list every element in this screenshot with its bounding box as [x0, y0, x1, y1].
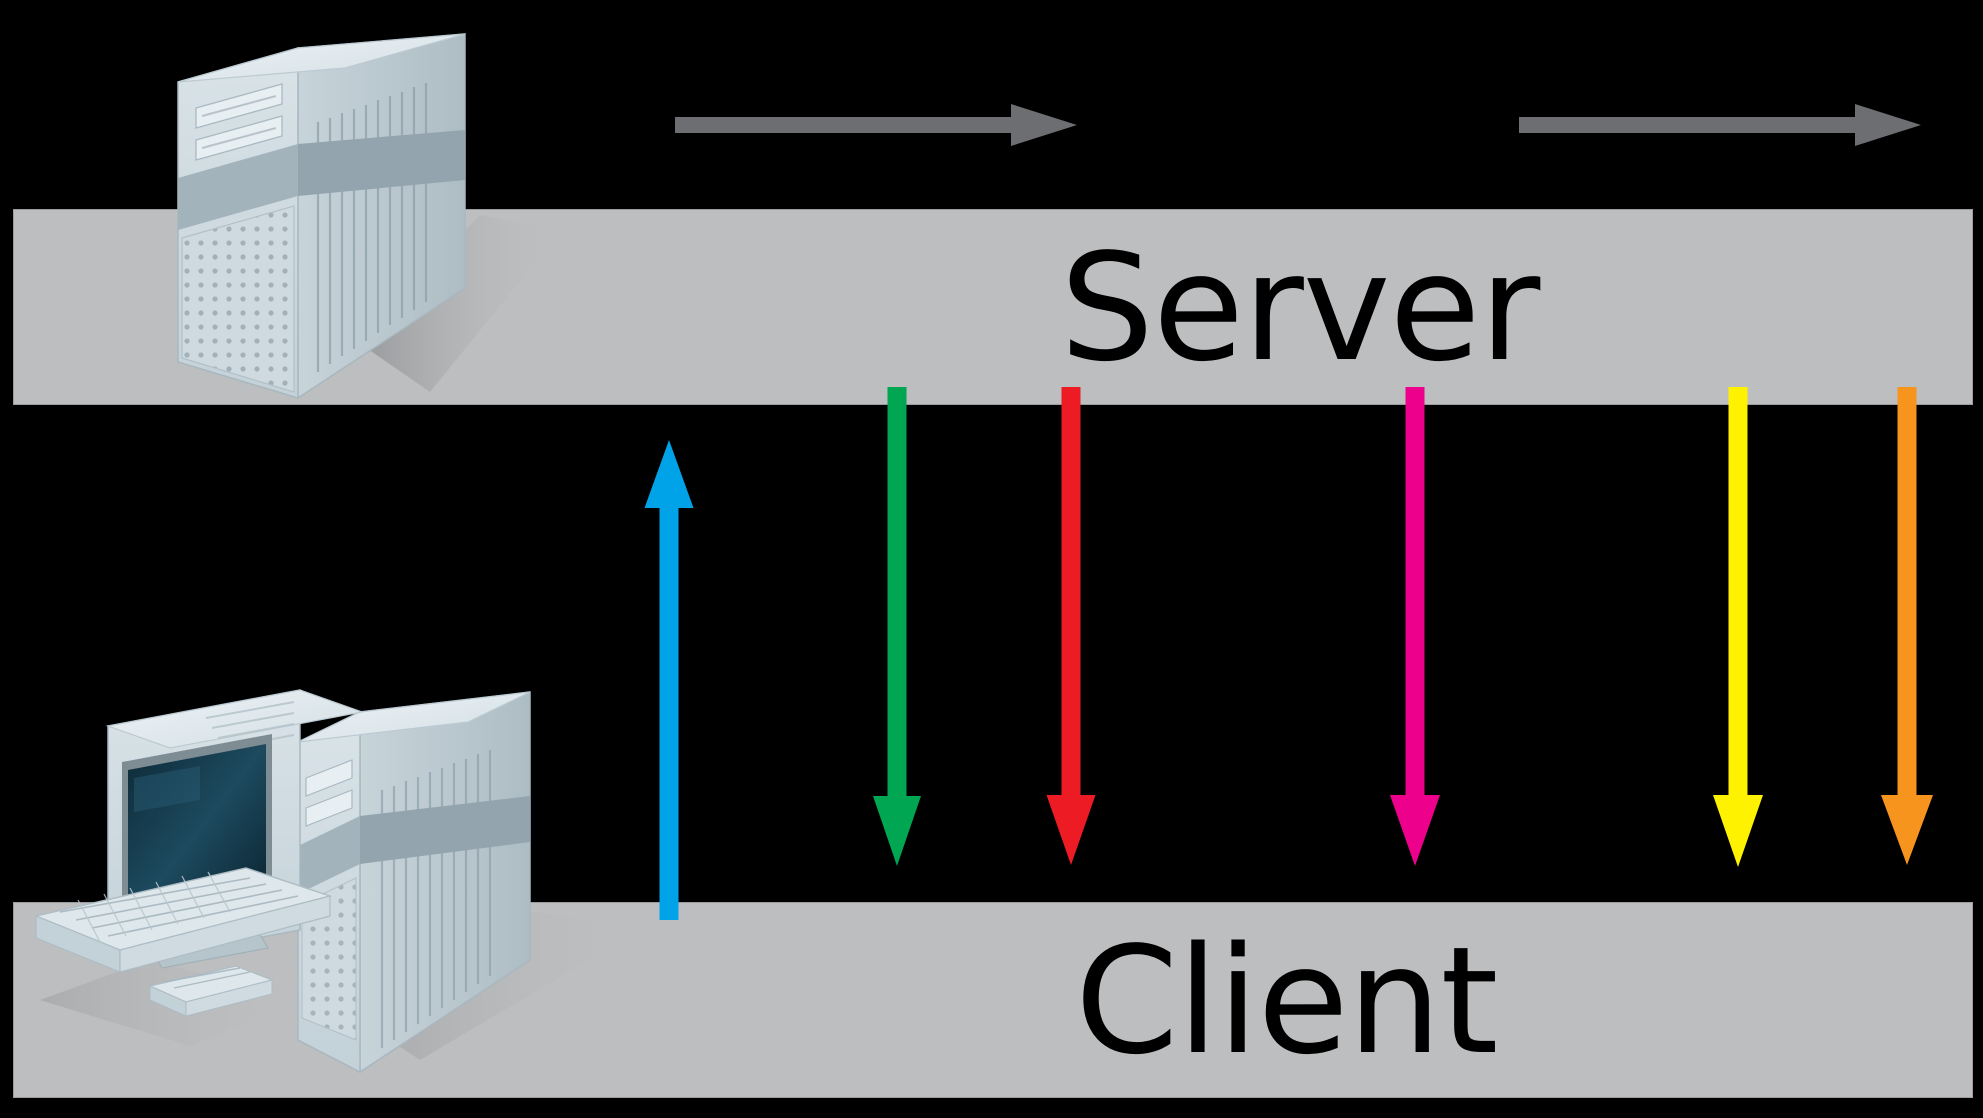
response-arrow-red: [1046, 387, 1096, 865]
client-workstation-illustration: [33, 689, 640, 1074]
response-arrow-orange: [1881, 387, 1933, 865]
server-tower-illustration: [177, 33, 560, 400]
timeline-arrow-right: [1519, 104, 1921, 146]
response-arrow-yellow: [1713, 387, 1763, 867]
client-label: Client: [1075, 915, 1498, 1087]
request-arrow-blue: [644, 440, 694, 920]
response-arrow-magenta: [1390, 387, 1440, 866]
timeline-arrow-left: [675, 104, 1077, 146]
server-label: Server: [1060, 222, 1540, 394]
timeline-arrows-group: [675, 104, 1921, 146]
flow-arrows-group: [644, 387, 1933, 920]
response-arrow-green: [873, 387, 921, 866]
